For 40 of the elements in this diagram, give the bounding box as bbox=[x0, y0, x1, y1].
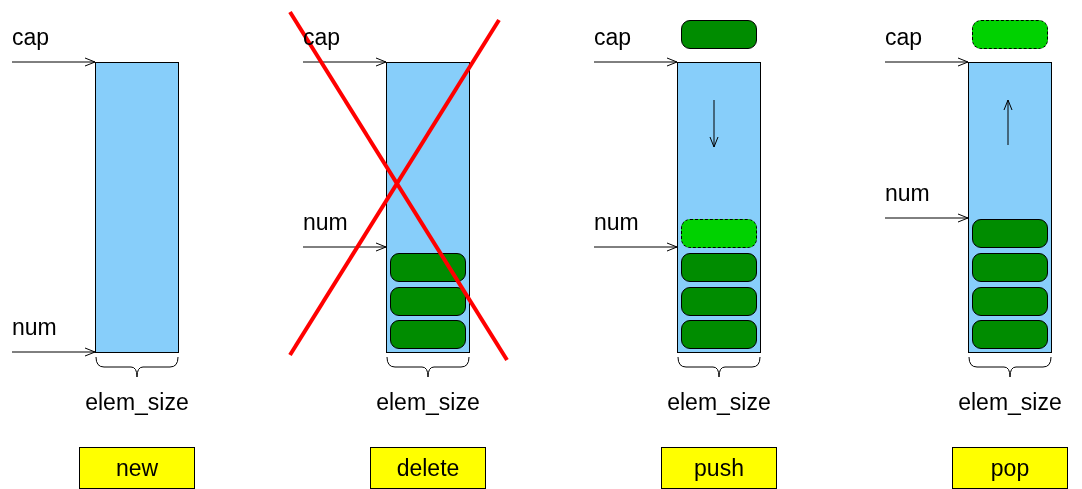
arrow bbox=[593, 57, 678, 67]
pointer-label: num bbox=[303, 209, 366, 247]
dimension-label: elem_size bbox=[375, 389, 481, 415]
pointer-label: num bbox=[12, 314, 75, 352]
dimension-label: elem_size bbox=[84, 389, 190, 415]
arrow bbox=[884, 57, 969, 67]
stack-column bbox=[386, 62, 470, 353]
arrow bbox=[593, 242, 678, 252]
dimension-label: elem_size bbox=[957, 389, 1063, 415]
pointer-label: num bbox=[594, 209, 657, 247]
stack-element bbox=[681, 253, 757, 282]
operation-label: delete bbox=[370, 447, 486, 489]
pointer-label: cap bbox=[885, 24, 948, 62]
stack-element bbox=[972, 287, 1048, 316]
pointer-label: cap bbox=[12, 24, 75, 62]
stack-element bbox=[972, 253, 1048, 282]
stack-element bbox=[681, 320, 757, 349]
stack-column bbox=[968, 62, 1052, 353]
operation-label: new bbox=[79, 447, 195, 489]
arrow bbox=[884, 213, 969, 223]
arrow bbox=[11, 347, 96, 357]
stack-column bbox=[95, 62, 179, 353]
arrow bbox=[11, 57, 96, 67]
stack-element bbox=[681, 20, 757, 49]
arrow bbox=[302, 242, 387, 252]
arrow bbox=[302, 57, 387, 67]
operation-label: pop bbox=[952, 447, 1068, 489]
pointer-label: cap bbox=[594, 24, 657, 62]
operation-label: push bbox=[661, 447, 777, 489]
dimension-label: elem_size bbox=[666, 389, 772, 415]
stack-element bbox=[972, 219, 1048, 248]
stack-element bbox=[390, 253, 466, 282]
stack-element bbox=[972, 320, 1048, 349]
stack-column bbox=[677, 62, 761, 353]
stack-element bbox=[390, 320, 466, 349]
stack-element bbox=[681, 287, 757, 316]
pending-element bbox=[681, 219, 757, 248]
pointer-label: num bbox=[885, 180, 948, 218]
pending-element bbox=[972, 20, 1048, 49]
stack-element bbox=[390, 287, 466, 316]
